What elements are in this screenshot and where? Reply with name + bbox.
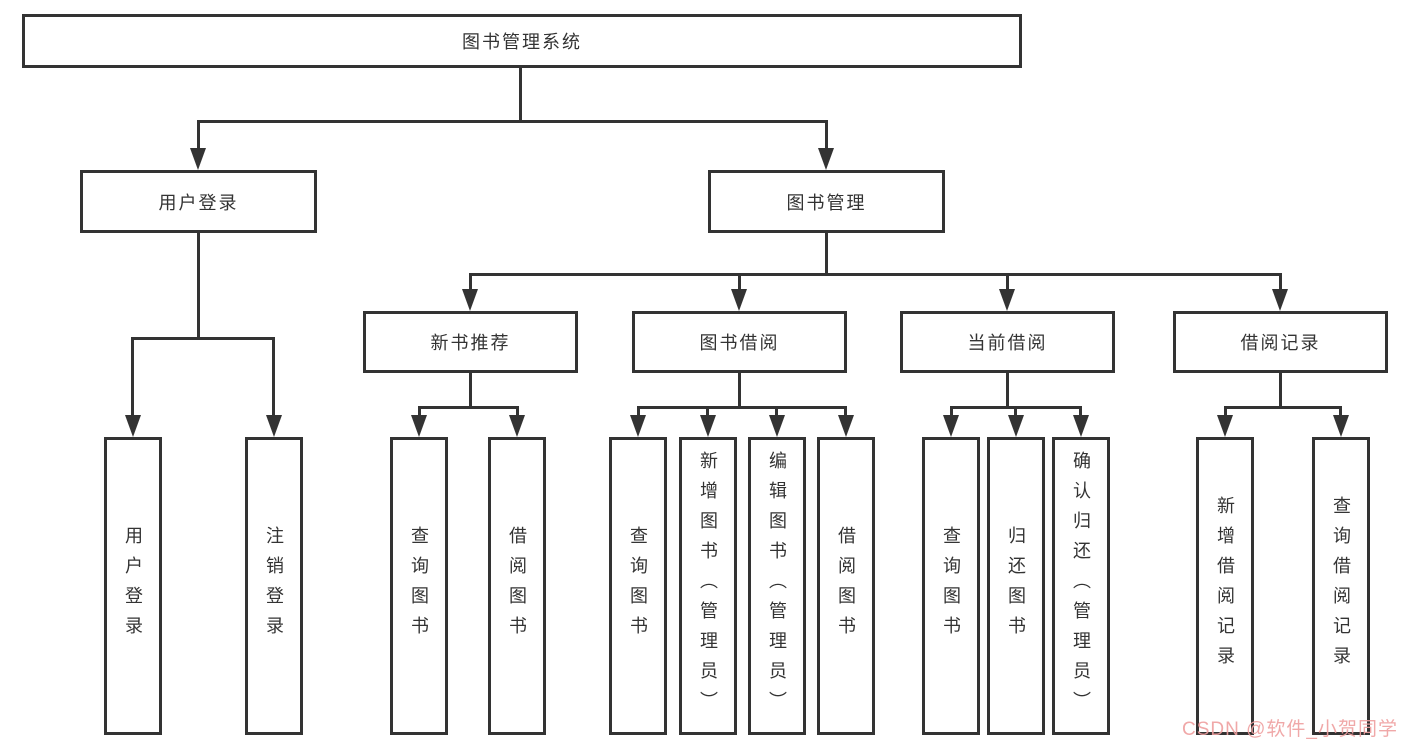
arrowhead-icon [700, 415, 716, 437]
node-leaf-cur-query-books: 查询图书 [922, 437, 980, 735]
connector-line [197, 120, 828, 123]
node-leaf-add-borrow-record: 新增借阅记录 [1196, 437, 1254, 735]
node-leaf-bor-edit-books: 编辑图书（管理员） [748, 437, 806, 735]
node-leaf-rec-query-books: 查询图书 [390, 437, 448, 735]
connector-line [418, 406, 421, 417]
connector-line [519, 68, 522, 120]
arrowhead-icon [1333, 415, 1349, 437]
connector-line [469, 273, 472, 291]
connector-line [1224, 406, 1227, 417]
connector-line [272, 337, 275, 417]
node-leaf-rec-borrow-books: 借阅图书 [488, 437, 546, 735]
node-new-book-recommend: 新书推荐 [363, 311, 578, 373]
connector-line [197, 120, 200, 150]
node-leaf-bor-borrow-books: 借阅图书 [817, 437, 875, 735]
arrowhead-icon [411, 415, 427, 437]
connector-line [1006, 373, 1009, 406]
connector-line [738, 273, 741, 291]
arrowhead-icon [838, 415, 854, 437]
connector-line [131, 337, 275, 340]
node-leaf-bor-add-books: 新增图书（管理员） [679, 437, 737, 735]
connector-line [1279, 373, 1282, 406]
node-user-login: 用户登录 [80, 170, 317, 233]
connector-line [825, 120, 828, 150]
connector-line [1014, 406, 1017, 417]
node-book-borrow: 图书借阅 [632, 311, 847, 373]
arrowhead-icon [1217, 415, 1233, 437]
arrowhead-icon [769, 415, 785, 437]
connector-line [844, 406, 847, 417]
node-leaf-logout: 注销登录 [245, 437, 303, 735]
connector-line [469, 373, 472, 406]
node-leaf-bor-query-books: 查询图书 [609, 437, 667, 735]
connector-line [197, 233, 200, 337]
connector-line [1279, 273, 1282, 291]
node-current-borrow: 当前借阅 [900, 311, 1115, 373]
node-leaf-query-borrow-record: 查询借阅记录 [1312, 437, 1370, 735]
node-borrow-records: 借阅记录 [1173, 311, 1388, 373]
arrowhead-icon [1272, 289, 1288, 311]
connector-line [637, 406, 640, 417]
node-leaf-cur-return-books: 归还图书 [987, 437, 1045, 735]
connector-line [738, 373, 741, 406]
connector-line [1339, 406, 1342, 417]
node-leaf-user-login: 用户登录 [104, 437, 162, 735]
connector-line [418, 406, 519, 409]
arrowhead-icon [1073, 415, 1089, 437]
arrowhead-icon [190, 148, 206, 170]
arrowhead-icon [818, 148, 834, 170]
connector-line [825, 233, 828, 273]
node-root: 图书管理系统 [22, 14, 1022, 68]
connector-line [1224, 406, 1341, 409]
arrowhead-icon [630, 415, 646, 437]
connector-line [469, 273, 1282, 276]
node-book-management: 图书管理 [708, 170, 945, 233]
arrowhead-icon [509, 415, 525, 437]
connector-line [637, 406, 847, 409]
connector-line [950, 406, 953, 417]
arrowhead-icon [999, 289, 1015, 311]
node-leaf-cur-confirm-return: 确认归还（管理员） [1052, 437, 1110, 735]
connector-line [516, 406, 519, 417]
arrowhead-icon [1008, 415, 1024, 437]
connector-line [131, 337, 134, 417]
arrowhead-icon [266, 415, 282, 437]
connector-line [706, 406, 709, 417]
arrowhead-icon [462, 289, 478, 311]
arrowhead-icon [125, 415, 141, 437]
connector-line [1079, 406, 1082, 417]
arrowhead-icon [943, 415, 959, 437]
arrowhead-icon [731, 289, 747, 311]
csdn-watermark: CSDN @软件_小贺同学 [1182, 719, 1398, 740]
connector-line [775, 406, 778, 417]
connector-line [1006, 273, 1009, 291]
